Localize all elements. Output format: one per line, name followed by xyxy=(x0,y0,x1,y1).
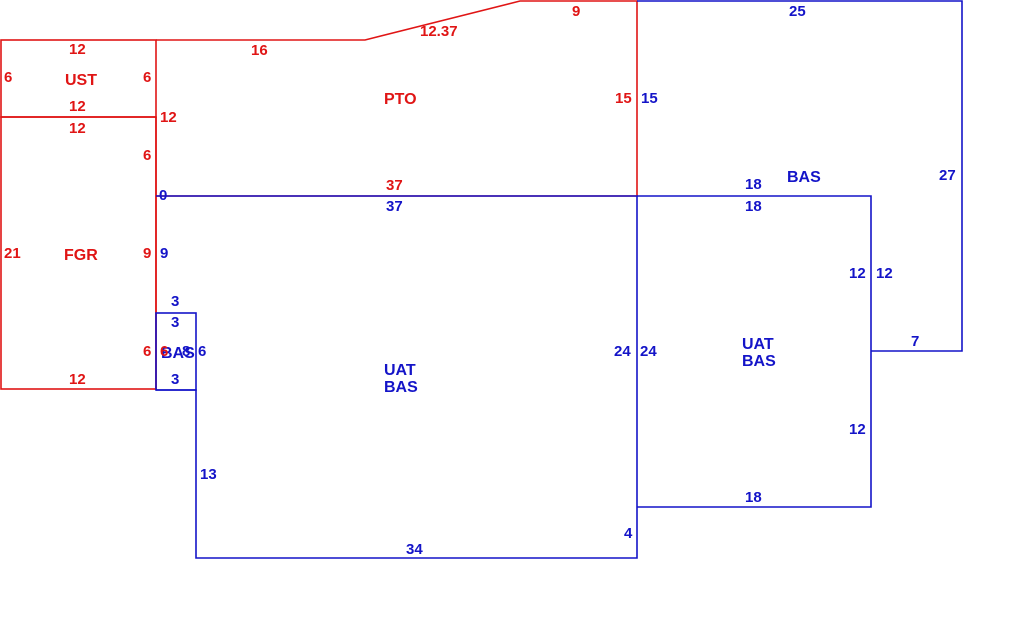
dim-small-top-outer: 3 xyxy=(171,293,179,310)
dim-upper-left: 15 xyxy=(641,90,658,107)
dim-upper-top: 25 xyxy=(789,3,806,20)
dim-small-bottom: 3 xyxy=(171,371,179,388)
dim-right-top-outer: 18 xyxy=(745,176,762,193)
dim-pto-right: 15 xyxy=(615,90,632,107)
dim-right-bottom: 18 xyxy=(745,489,762,506)
bas-small-outline xyxy=(155,312,197,391)
dim-fgr-left: 21 xyxy=(4,245,21,262)
dim-ust-right: 6 xyxy=(143,69,151,86)
dim-main-left-upper: 9 xyxy=(160,245,168,262)
red-area-labels: UST FGR PTO xyxy=(64,72,417,264)
area-label-ust: UST xyxy=(65,72,97,89)
dim-bas-small-left: 6 xyxy=(160,343,168,360)
dim-main-right: 24 xyxy=(614,343,631,360)
area-label-pto: PTO xyxy=(384,91,417,108)
dim-right-right-upper-outer: 12 xyxy=(876,265,893,282)
dim-pto-top: 16 xyxy=(251,42,268,59)
dim-right-right-lower: 12 xyxy=(849,421,866,438)
bas-upper-outline xyxy=(637,0,963,352)
blue-sections xyxy=(155,0,963,559)
dim-right-top-inner: 18 xyxy=(745,198,762,215)
dim-fgr-right-lower: 9 xyxy=(143,245,151,262)
area-label-bas-upper: BAS xyxy=(787,169,821,186)
area-label-uat-right: UAT xyxy=(742,336,774,353)
area-label-bas-main: BAS xyxy=(384,379,418,396)
area-label-bas-small: BAS xyxy=(161,345,195,362)
dim-fgr-right-upper: 6 xyxy=(143,147,151,164)
area-label-uat-main: UAT xyxy=(384,362,416,379)
dim-small-top-inner: 3 xyxy=(171,314,179,331)
area-label-bas-right: BAS xyxy=(742,353,776,370)
dim-upper-right: 27 xyxy=(939,167,956,184)
dim-pto-top-right: 9 xyxy=(572,3,580,20)
area-label-fgr: FGR xyxy=(64,247,98,264)
dim-upper-bottom: 7 xyxy=(911,333,919,350)
dim-main-right-bottom: 4 xyxy=(624,525,633,542)
dim-small-side-b: 6 xyxy=(198,343,206,360)
dim-ust-bottom: 12 xyxy=(69,98,86,115)
dim-fgr-right-bottom: 6 xyxy=(143,343,151,360)
dim-ust-top: 12 xyxy=(69,41,86,58)
dim-ust-left: 6 xyxy=(4,69,12,86)
red-dimension-labels: 12 6 6 12 12 21 6 9 6 12 16 12.37 9 15 1… xyxy=(4,3,632,388)
dim-main-left-lower: 13 xyxy=(200,466,217,483)
dim-pto-slope: 12.37 xyxy=(420,23,458,40)
dim-right-right-upper-inner: 12 xyxy=(849,265,866,282)
dim-fgr-top: 12 xyxy=(69,120,86,137)
dim-main-bottom: 34 xyxy=(406,541,423,558)
dim-main-corner: 0 xyxy=(159,187,167,204)
dim-pto-bottom: 37 xyxy=(386,177,403,194)
blue-area-labels: UAT BAS UAT BAS BAS BAS xyxy=(161,169,821,396)
dim-pto-left: 12 xyxy=(160,109,177,126)
dim-small-side-a: 8 xyxy=(182,343,190,360)
dim-main-top: 37 xyxy=(386,198,403,215)
dim-right-left: 24 xyxy=(640,343,657,360)
blue-dimension-labels: 0 37 9 3 3 8 6 3 13 34 4 24 24 18 18 12 … xyxy=(159,3,956,558)
dim-fgr-bottom: 12 xyxy=(69,371,86,388)
